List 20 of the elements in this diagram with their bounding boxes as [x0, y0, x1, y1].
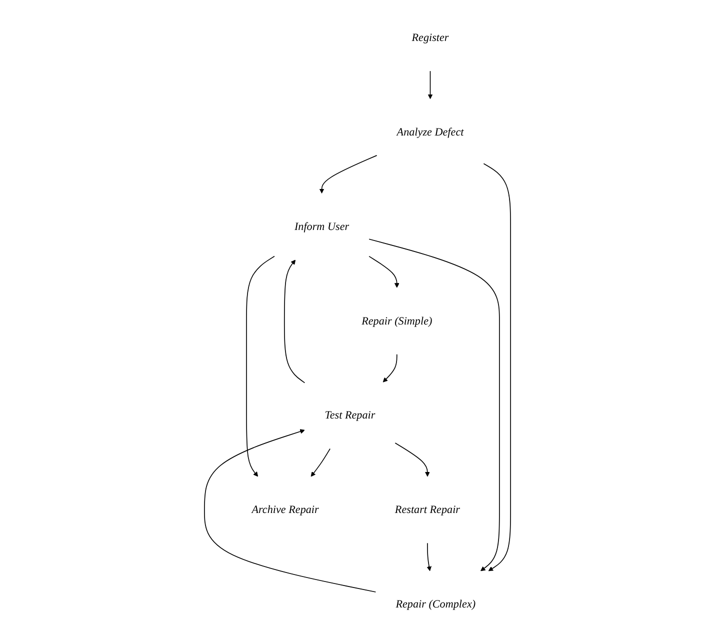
arrow	[483, 163, 511, 572]
node-text: Register	[412, 32, 449, 44]
node-text: Repair (Simple)	[362, 314, 432, 328]
arrow	[382, 354, 398, 382]
node-text: Inform User	[294, 220, 350, 233]
arrow	[246, 256, 275, 477]
arrow	[394, 442, 430, 477]
arrow	[426, 542, 432, 572]
arrow	[204, 429, 376, 592]
arrow	[368, 256, 400, 288]
node-text: Test Repair	[324, 409, 376, 422]
arrow	[284, 260, 306, 384]
node-text: Archive Repair	[252, 504, 319, 516]
node-text: Repair (Complex)	[396, 598, 476, 610]
arrow	[428, 70, 433, 100]
arrow	[368, 238, 500, 572]
arrow	[319, 155, 378, 194]
node-text: Analyze Defect	[396, 126, 464, 138]
arrow	[310, 448, 330, 477]
node-text: Restart Repair	[394, 504, 460, 516]
